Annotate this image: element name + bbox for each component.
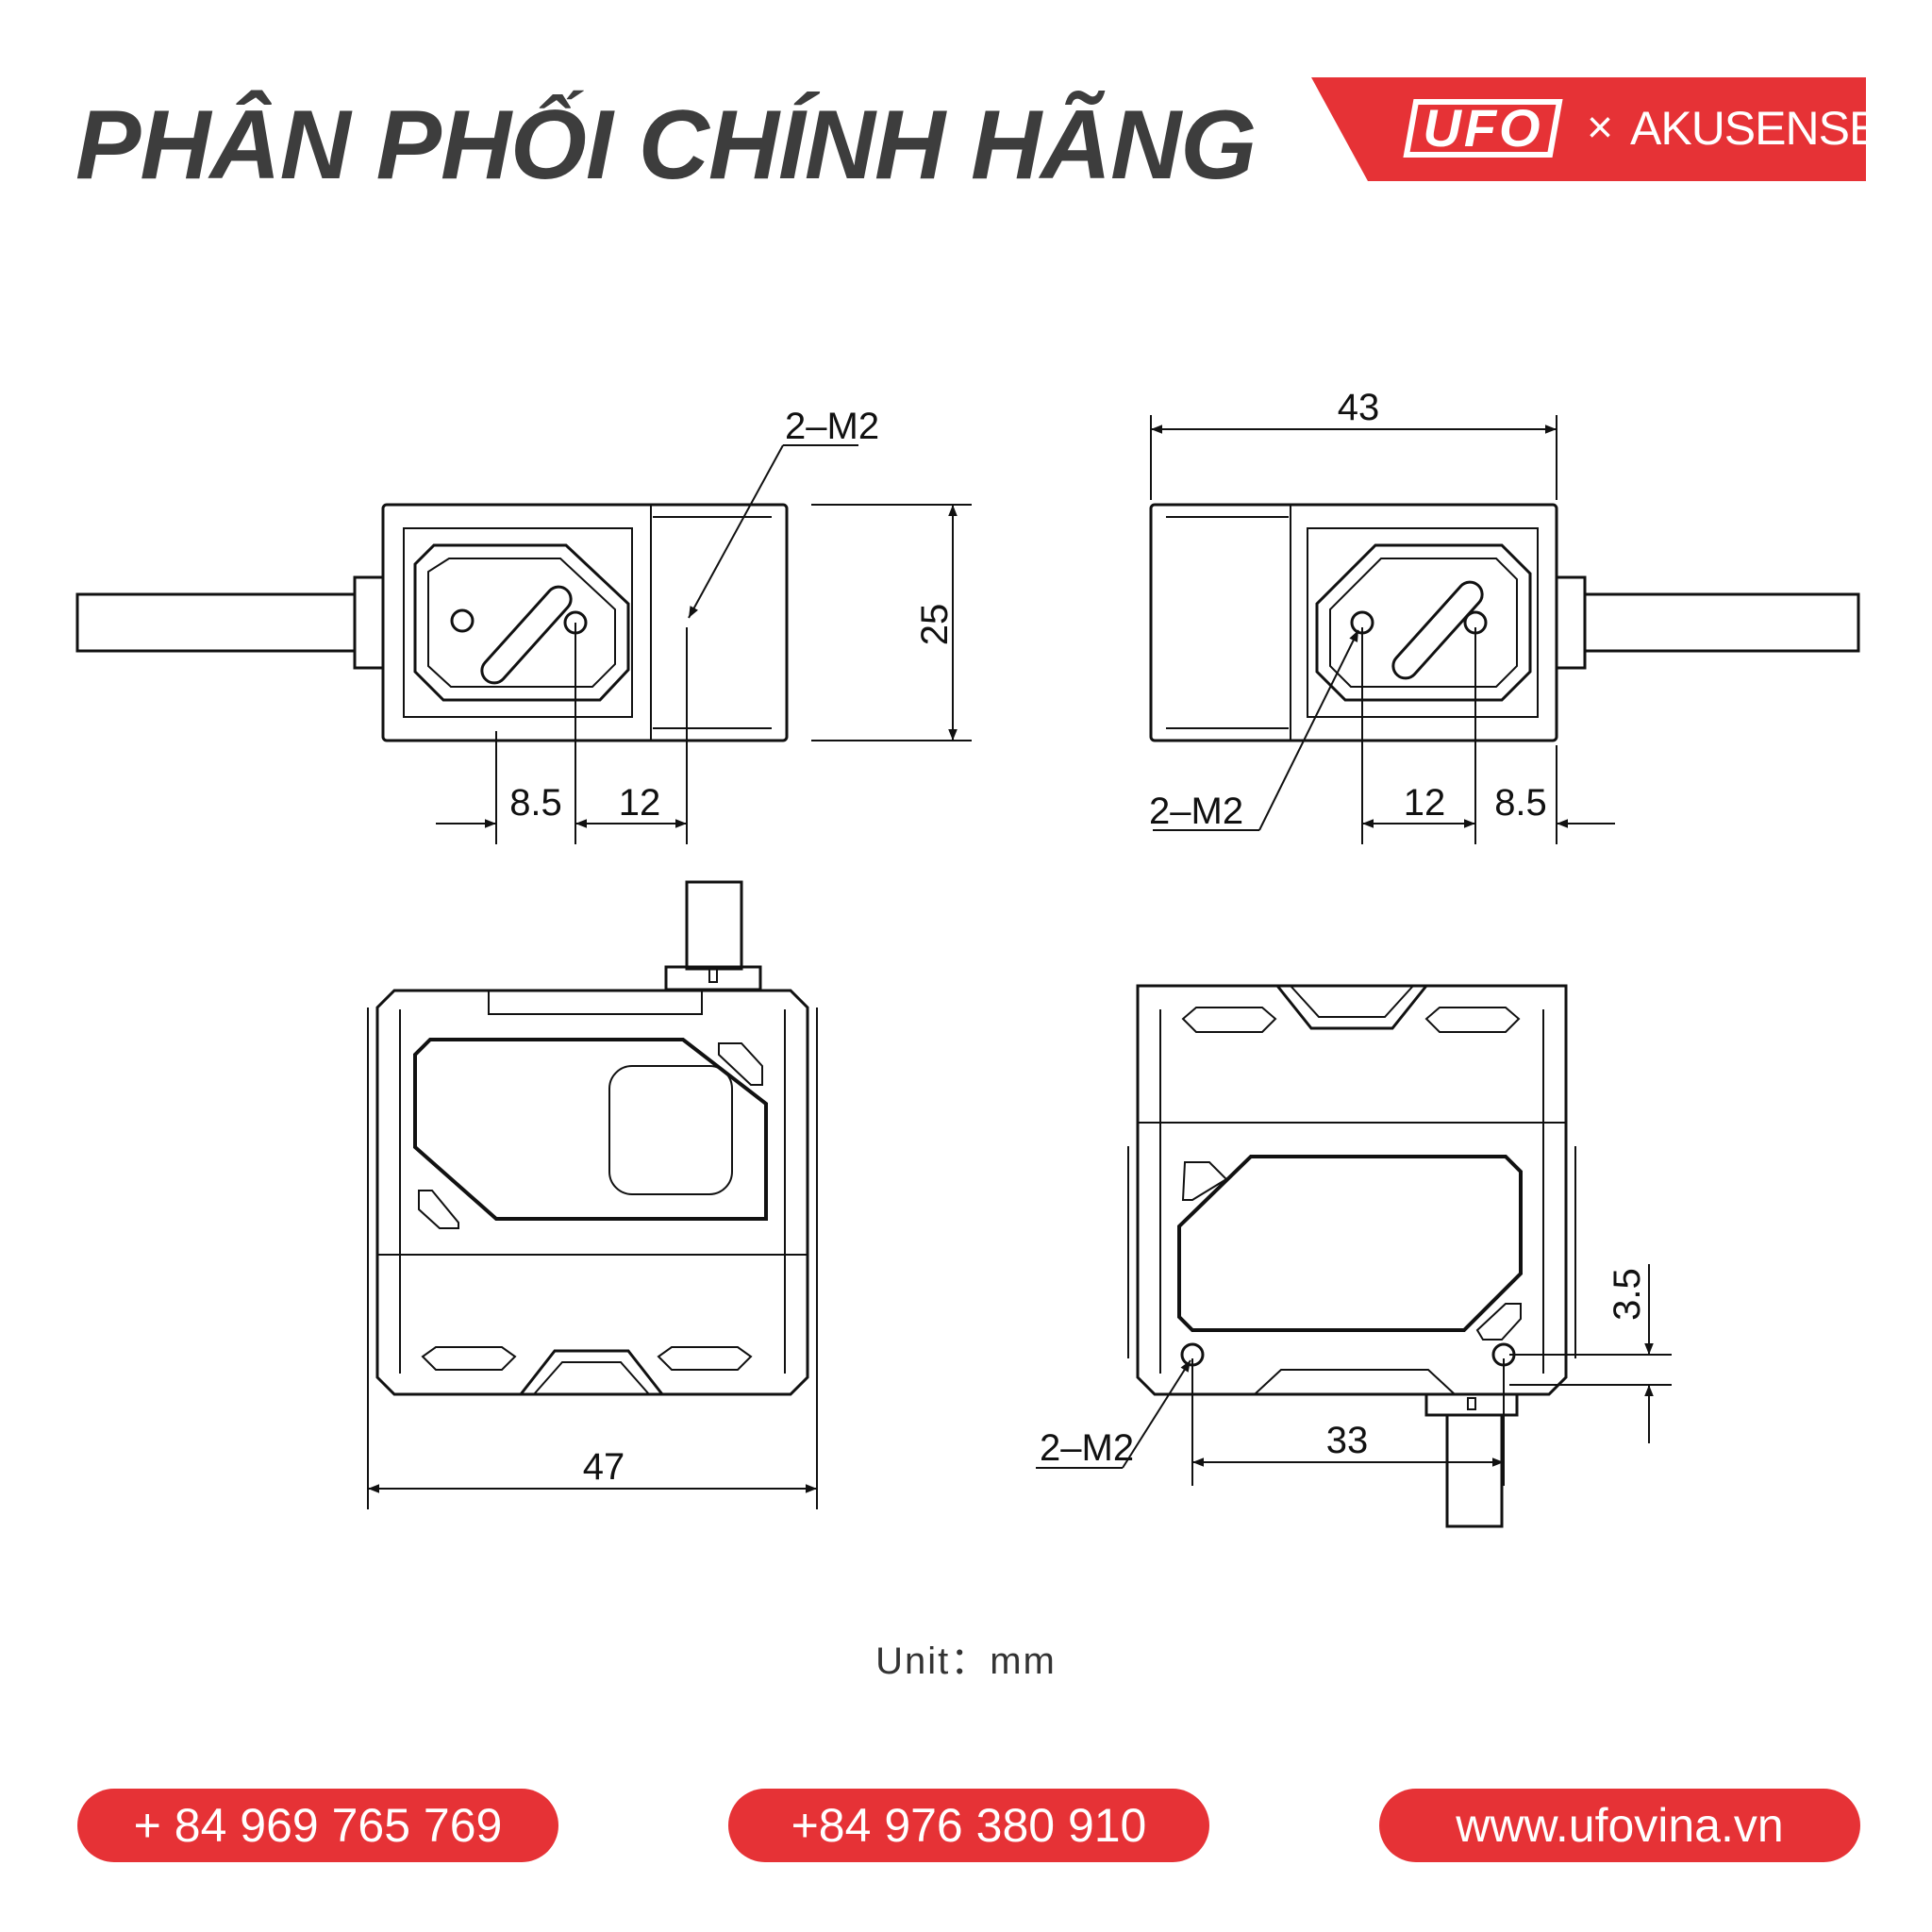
brand-banner: UFO × AKUSENSE bbox=[1311, 77, 1880, 181]
partner-brand-name: AKUSENSE bbox=[1630, 102, 1880, 155]
side-view-right bbox=[1149, 503, 1860, 742]
sensor-body-rear bbox=[1136, 984, 1568, 1396]
brand-banner-background bbox=[1311, 77, 1866, 181]
hole-small-left bbox=[450, 608, 475, 633]
dim-offset-12-right: 12 bbox=[1404, 782, 1446, 824]
dim-offset-8-5-left: 8.5 bbox=[509, 782, 562, 824]
side-view-left bbox=[75, 503, 789, 742]
slot-left bbox=[480, 585, 573, 685]
thread-label-top-right: 2–M2 bbox=[1149, 791, 1243, 832]
rear-view-right-dims bbox=[1036, 1264, 1672, 1486]
front-view-left-dims bbox=[367, 1255, 818, 1509]
cable-gland-right bbox=[1555, 575, 1587, 670]
brand-separator: × bbox=[1587, 103, 1614, 153]
cable-gland-top bbox=[664, 965, 762, 991]
dim-offset-3-5: 3.5 bbox=[1607, 1268, 1648, 1321]
dim-length-47: 47 bbox=[583, 1446, 625, 1488]
sensor-body-front bbox=[375, 989, 809, 1396]
phone-2-button[interactable]: +84 976 380 910 bbox=[728, 1789, 1209, 1862]
thread-label-top-left: 2–M2 bbox=[785, 406, 879, 447]
unit-note: Unit：mm bbox=[875, 1641, 1057, 1682]
cable-top bbox=[685, 880, 743, 971]
side-view-left-dims bbox=[436, 444, 972, 844]
rear-view-right bbox=[1127, 984, 1576, 1528]
slot-right bbox=[1391, 580, 1484, 680]
cable-right bbox=[1583, 592, 1860, 653]
cable-left bbox=[75, 592, 357, 653]
sensor-body-left bbox=[381, 503, 789, 742]
cable-gland-left bbox=[353, 575, 385, 670]
phone-1-button[interactable]: + 84 969 765 769 bbox=[77, 1789, 558, 1862]
lens-window bbox=[608, 1065, 733, 1195]
thread-label-bottom: 2–M2 bbox=[1040, 1427, 1134, 1469]
dim-width-43: 43 bbox=[1338, 387, 1380, 428]
sensor-body-right bbox=[1149, 503, 1558, 742]
ufo-logo: UFO bbox=[1403, 98, 1563, 158]
ufo-logo-text: UFO bbox=[1423, 98, 1543, 158]
side-view-right-dims bbox=[1150, 415, 1615, 844]
dim-offset-12-left: 12 bbox=[619, 782, 661, 824]
front-view-left bbox=[367, 880, 818, 1396]
dim-offset-8-5-right: 8.5 bbox=[1494, 782, 1547, 824]
website-button[interactable]: www.ufovina.vn bbox=[1379, 1789, 1860, 1862]
dim-height-25: 25 bbox=[914, 604, 956, 646]
cable-bottom bbox=[1445, 1413, 1504, 1528]
ufo-logo-frame bbox=[1403, 99, 1563, 158]
page-title: PHÂN PHỐI CHÍNH HÃNG bbox=[75, 91, 1257, 200]
dim-hole-pitch-33: 33 bbox=[1326, 1420, 1369, 1461]
